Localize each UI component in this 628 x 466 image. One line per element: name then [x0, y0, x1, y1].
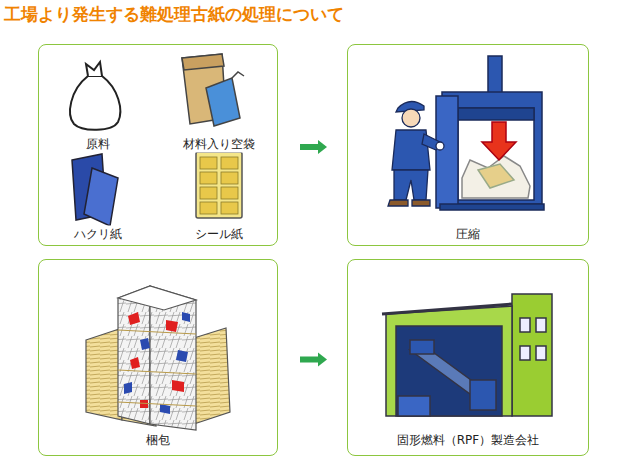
- worker: [388, 101, 444, 206]
- sticker-sheet: [196, 152, 242, 218]
- panel-box: 原料 材料入り空袋ハクリ紙 シール紙: [38, 44, 278, 246]
- title: 工場より発生する難処理古紙の処理について: [4, 3, 344, 26]
- peel-paper: [72, 154, 118, 226]
- bale-stack: [86, 286, 230, 430]
- item-label: ハクリ紙: [72, 226, 124, 243]
- item-label: 梱包: [144, 432, 172, 449]
- item-label: 材料入り空袋: [181, 136, 257, 153]
- press-machine: [436, 56, 544, 210]
- item-label: 圧縮: [454, 226, 482, 243]
- panel-box: 固形燃料（RPF）製造会社: [347, 259, 589, 456]
- paper-bag: [182, 54, 244, 126]
- item-label: 原料: [84, 136, 112, 153]
- item-label: 固形燃料（RPF）製造会社: [395, 432, 541, 449]
- panel-box: 梱包: [38, 259, 278, 456]
- flow-arrow: [300, 353, 327, 367]
- factory: [382, 294, 552, 416]
- panel-box: 圧縮: [347, 44, 589, 246]
- garbage-bag: [70, 62, 120, 130]
- flow-arrow: [300, 140, 327, 154]
- item-label: シール紙: [193, 226, 245, 243]
